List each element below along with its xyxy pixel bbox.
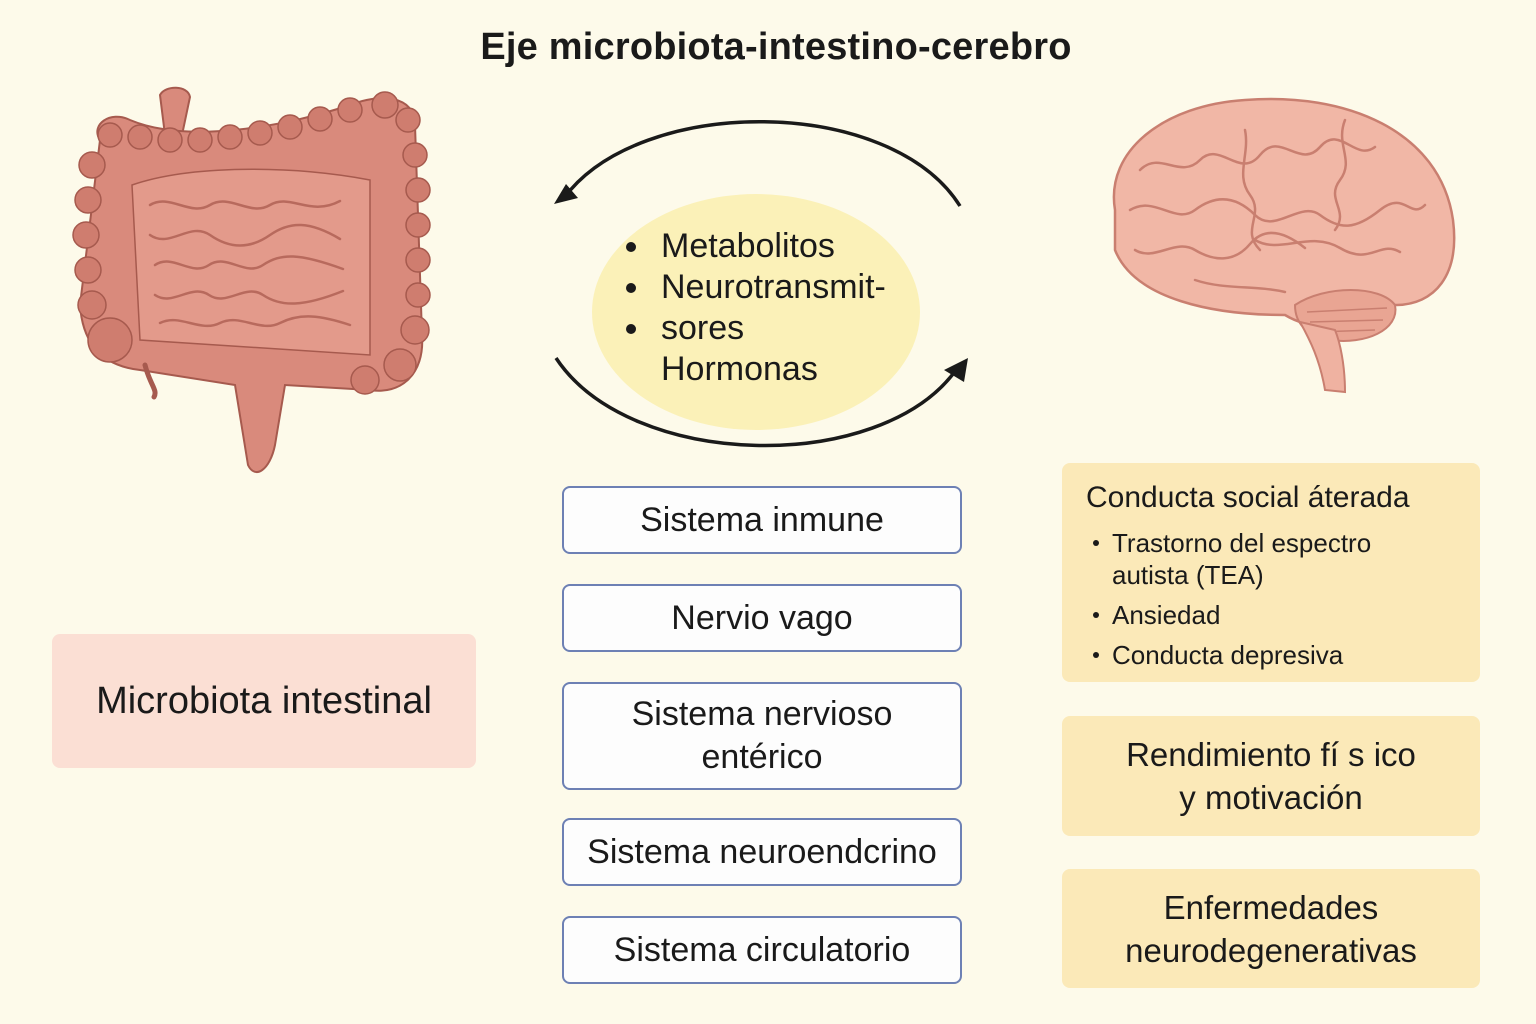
- bullet-icon: [1093, 540, 1099, 546]
- mediators-list: Metabolitos Neurotransmit- sores Hormona…: [622, 226, 886, 390]
- bullet-icon: [1093, 652, 1099, 658]
- effect-rendimiento-fisico: Rendimiento fí s ico y motivación: [1062, 716, 1480, 836]
- effect-enfermedades-neurodegenerativas: Enfermedades neurodegenerativas: [1062, 869, 1480, 988]
- mediator-item: sores: [622, 308, 886, 349]
- bullet-icon: [626, 324, 636, 334]
- brain-illustration-icon: [1112, 97, 1456, 394]
- bullet-icon: [626, 242, 636, 252]
- bullet-icon: [626, 283, 636, 293]
- mediators-ellipse: [592, 194, 920, 430]
- bullet-icon: [1093, 612, 1099, 618]
- effect-conducta-social: Conducta social áterada Trastorno del es…: [1062, 463, 1480, 682]
- cycle-arrow-left-head-icon: [554, 184, 578, 204]
- cycle-arrow-right-icon: [554, 357, 958, 448]
- pathway-sistema-nervioso-enterico: Sistema nervioso entérico: [562, 682, 962, 790]
- cycle-arrows: [554, 120, 968, 448]
- pathway-sistema-inmune: Sistema inmune: [562, 486, 962, 554]
- microbiota-intestinal-box: Microbiota intestinal: [52, 634, 476, 768]
- pathway-sistema-neuroendocrino: Sistema neuroendcrino: [562, 818, 962, 886]
- mediator-item: Hormonas: [661, 350, 818, 388]
- cycle-arrow-left-icon: [562, 120, 962, 207]
- intestine-illustration-icon: [72, 86, 431, 473]
- list-item: Ansiedad: [1092, 599, 1371, 631]
- mediator-item: Neurotransmit-: [622, 267, 886, 308]
- cycle-arrow-right-head-icon: [944, 358, 968, 382]
- pathway-sistema-circulatorio: Sistema circulatorio: [562, 916, 962, 984]
- effect-conducta-title: Conducta social áterada: [1086, 481, 1410, 514]
- list-item: Conducta depresiva: [1092, 639, 1371, 671]
- mediator-item: Metabolitos: [622, 226, 886, 267]
- diagram-title: Eje microbiota-intestino-cerebro: [480, 26, 1072, 68]
- pathway-nervio-vago: Nervio vago: [562, 584, 962, 652]
